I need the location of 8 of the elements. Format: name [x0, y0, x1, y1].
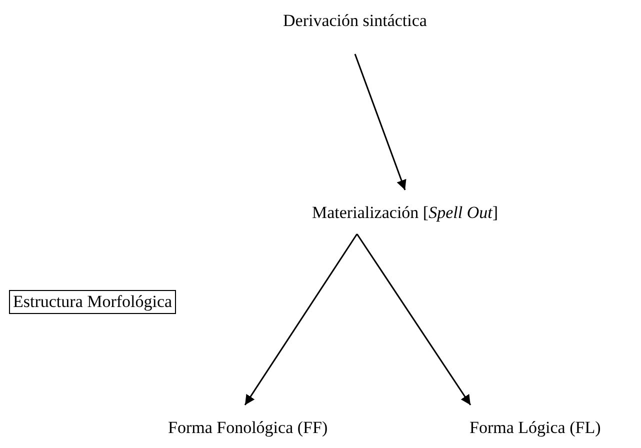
text-label: Forma Lógica (FL): [470, 417, 601, 439]
text-label: Materialización [Spell Out]: [312, 202, 498, 224]
label-box: Estructura Morfológica: [9, 290, 176, 314]
arrow: [354, 54, 406, 190]
text-label: Derivación sintáctica: [283, 10, 427, 32]
arrow: [244, 234, 358, 406]
arrow: [356, 234, 472, 406]
text-label: Forma Fonológica (FF): [168, 417, 328, 439]
